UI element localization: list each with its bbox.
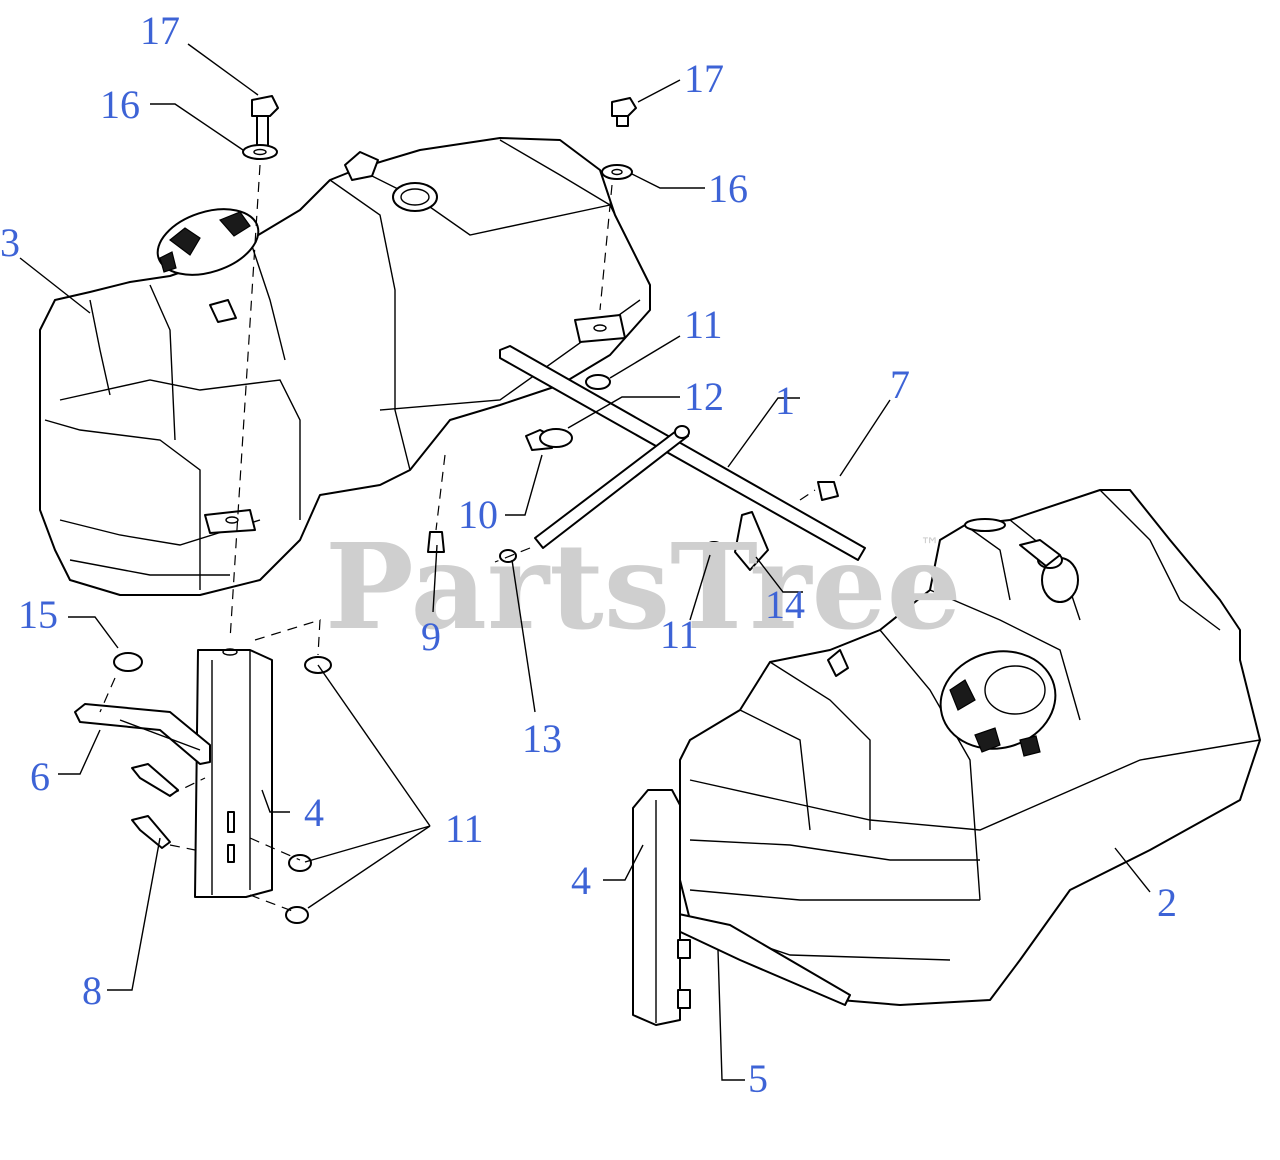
callout-13: 13 <box>522 716 562 761</box>
callout-1: 1 <box>775 378 795 423</box>
callout-11-mid: 11 <box>660 612 699 657</box>
callout-16-left: 16 <box>100 82 140 127</box>
callout-9: 9 <box>421 614 441 659</box>
callout-2: 2 <box>1157 880 1177 925</box>
callout-17-right: 17 <box>684 56 724 101</box>
fuel-line-tube <box>499 345 866 561</box>
callout-11-top: 11 <box>684 302 723 347</box>
callout-11-bottom: 11 <box>445 806 484 851</box>
callout-5: 5 <box>748 1056 768 1101</box>
callout-labels: 17 16 3 17 16 11 12 1 7 10 9 13 14 11 15… <box>0 8 1177 1101</box>
callout-12: 12 <box>684 374 724 419</box>
right-fuel-tank <box>654 489 1261 1006</box>
left-mounting-bracket <box>194 648 273 898</box>
callout-4-right: 4 <box>571 858 591 903</box>
left-step-plate <box>74 703 211 765</box>
right-mounting-bracket <box>632 789 691 1026</box>
callout-17-left: 17 <box>140 8 180 53</box>
callout-8: 8 <box>82 968 102 1013</box>
watermark-text: PartsTree <box>325 517 962 656</box>
callout-7: 7 <box>890 362 910 407</box>
callout-4-left: 4 <box>304 790 324 835</box>
callout-3: 3 <box>0 220 20 265</box>
assembly-lines <box>99 164 816 913</box>
callout-10: 10 <box>458 492 498 537</box>
callout-14: 14 <box>765 582 805 627</box>
callout-6: 6 <box>30 754 50 799</box>
leader-lines <box>19 43 1151 1081</box>
watermark-trademark: ™ <box>920 533 940 557</box>
left-fuel-tank <box>39 137 651 596</box>
callout-16-right: 16 <box>708 166 748 211</box>
callout-15: 15 <box>18 592 58 637</box>
